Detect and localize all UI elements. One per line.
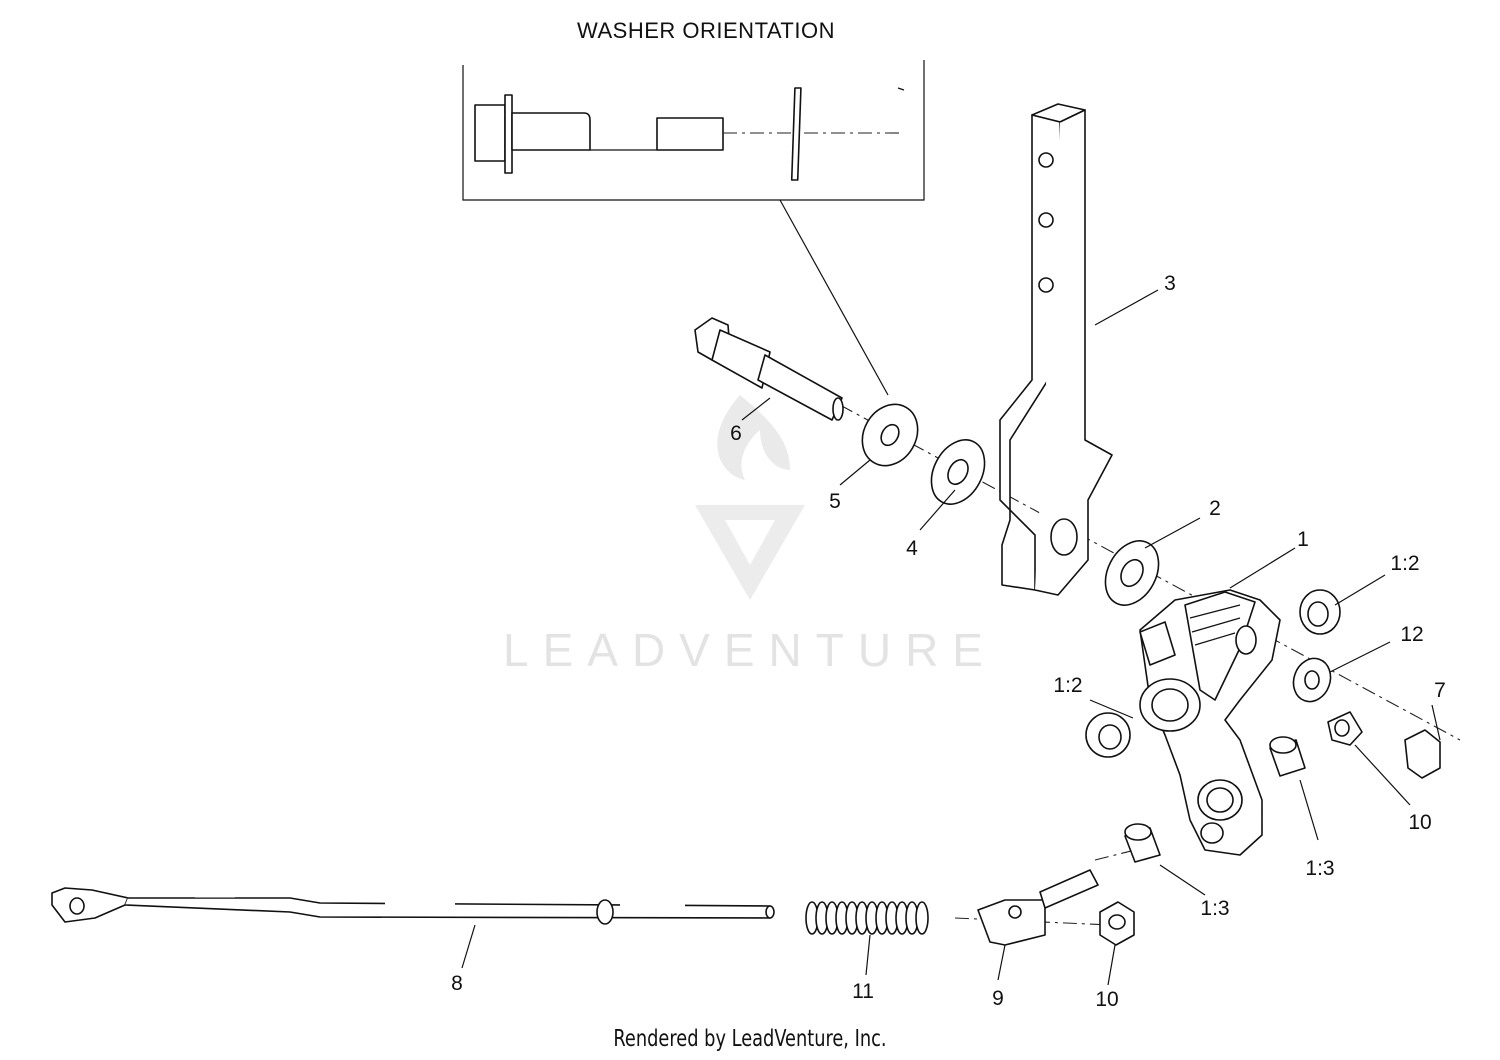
control-rod (51, 887, 775, 925)
callout-4: 4 (906, 537, 918, 560)
v-logo-icon (695, 505, 805, 600)
callout-3: 3 (1164, 272, 1176, 295)
flame-logo-icon (717, 395, 790, 480)
washer-2 (1104, 540, 1160, 606)
bellcrank-assembly (1139, 589, 1281, 856)
callout-2: 2 (1209, 497, 1221, 520)
callout-7: 7 (1434, 679, 1446, 702)
leadventure-watermark: LEADVENTURE (503, 395, 997, 676)
callout-1-2-right: 1:2 (1390, 552, 1419, 575)
washer-orientation-title: WASHER ORIENTATION (577, 18, 835, 43)
rendered-by-footer: Rendered by LeadVenture, Inc. (613, 1026, 887, 1052)
shoulder-bolt (694, 317, 844, 421)
callout-1-2-left: 1:2 (1053, 674, 1082, 697)
washer-5 (861, 403, 919, 467)
callout-11: 11 (852, 980, 874, 1003)
flange-nut-10-lower (1099, 901, 1135, 946)
callout-9: 9 (992, 987, 1004, 1010)
callout-10-upper: 10 (1408, 811, 1431, 834)
clevis (977, 869, 1099, 946)
bushing-1-2-left (1085, 712, 1131, 758)
compression-spring (805, 901, 929, 935)
callout-8: 8 (451, 972, 463, 995)
callout-5: 5 (829, 490, 841, 513)
bushing-1-3-lower (1124, 823, 1161, 863)
washer-orientation-inset (462, 60, 925, 396)
pedal-arm (999, 103, 1113, 596)
watermark-text: LEADVENTURE (503, 624, 997, 676)
callout-1-3-upper: 1:3 (1305, 857, 1334, 880)
bushing-1-3-upper (1269, 736, 1306, 777)
bushing-1-2-right (1299, 589, 1341, 635)
flange-nut-10-upper (1327, 711, 1363, 746)
washer-4 (930, 439, 986, 505)
callout-labels: 1 1:2 1:2 2 3 4 5 6 7 8 9 10 10 1:3 1:3 … (451, 272, 1446, 1011)
callout-1: 1 (1297, 528, 1309, 551)
hex-nut-7 (1404, 729, 1441, 779)
spring-coil (915, 901, 929, 935)
leader-lines (461, 289, 1441, 986)
callout-1-3-lower: 1:3 (1200, 897, 1229, 920)
callout-10-lower: 10 (1095, 988, 1118, 1011)
callout-12: 12 (1400, 623, 1423, 646)
washer-12 (1292, 657, 1332, 703)
callout-6: 6 (730, 422, 742, 445)
